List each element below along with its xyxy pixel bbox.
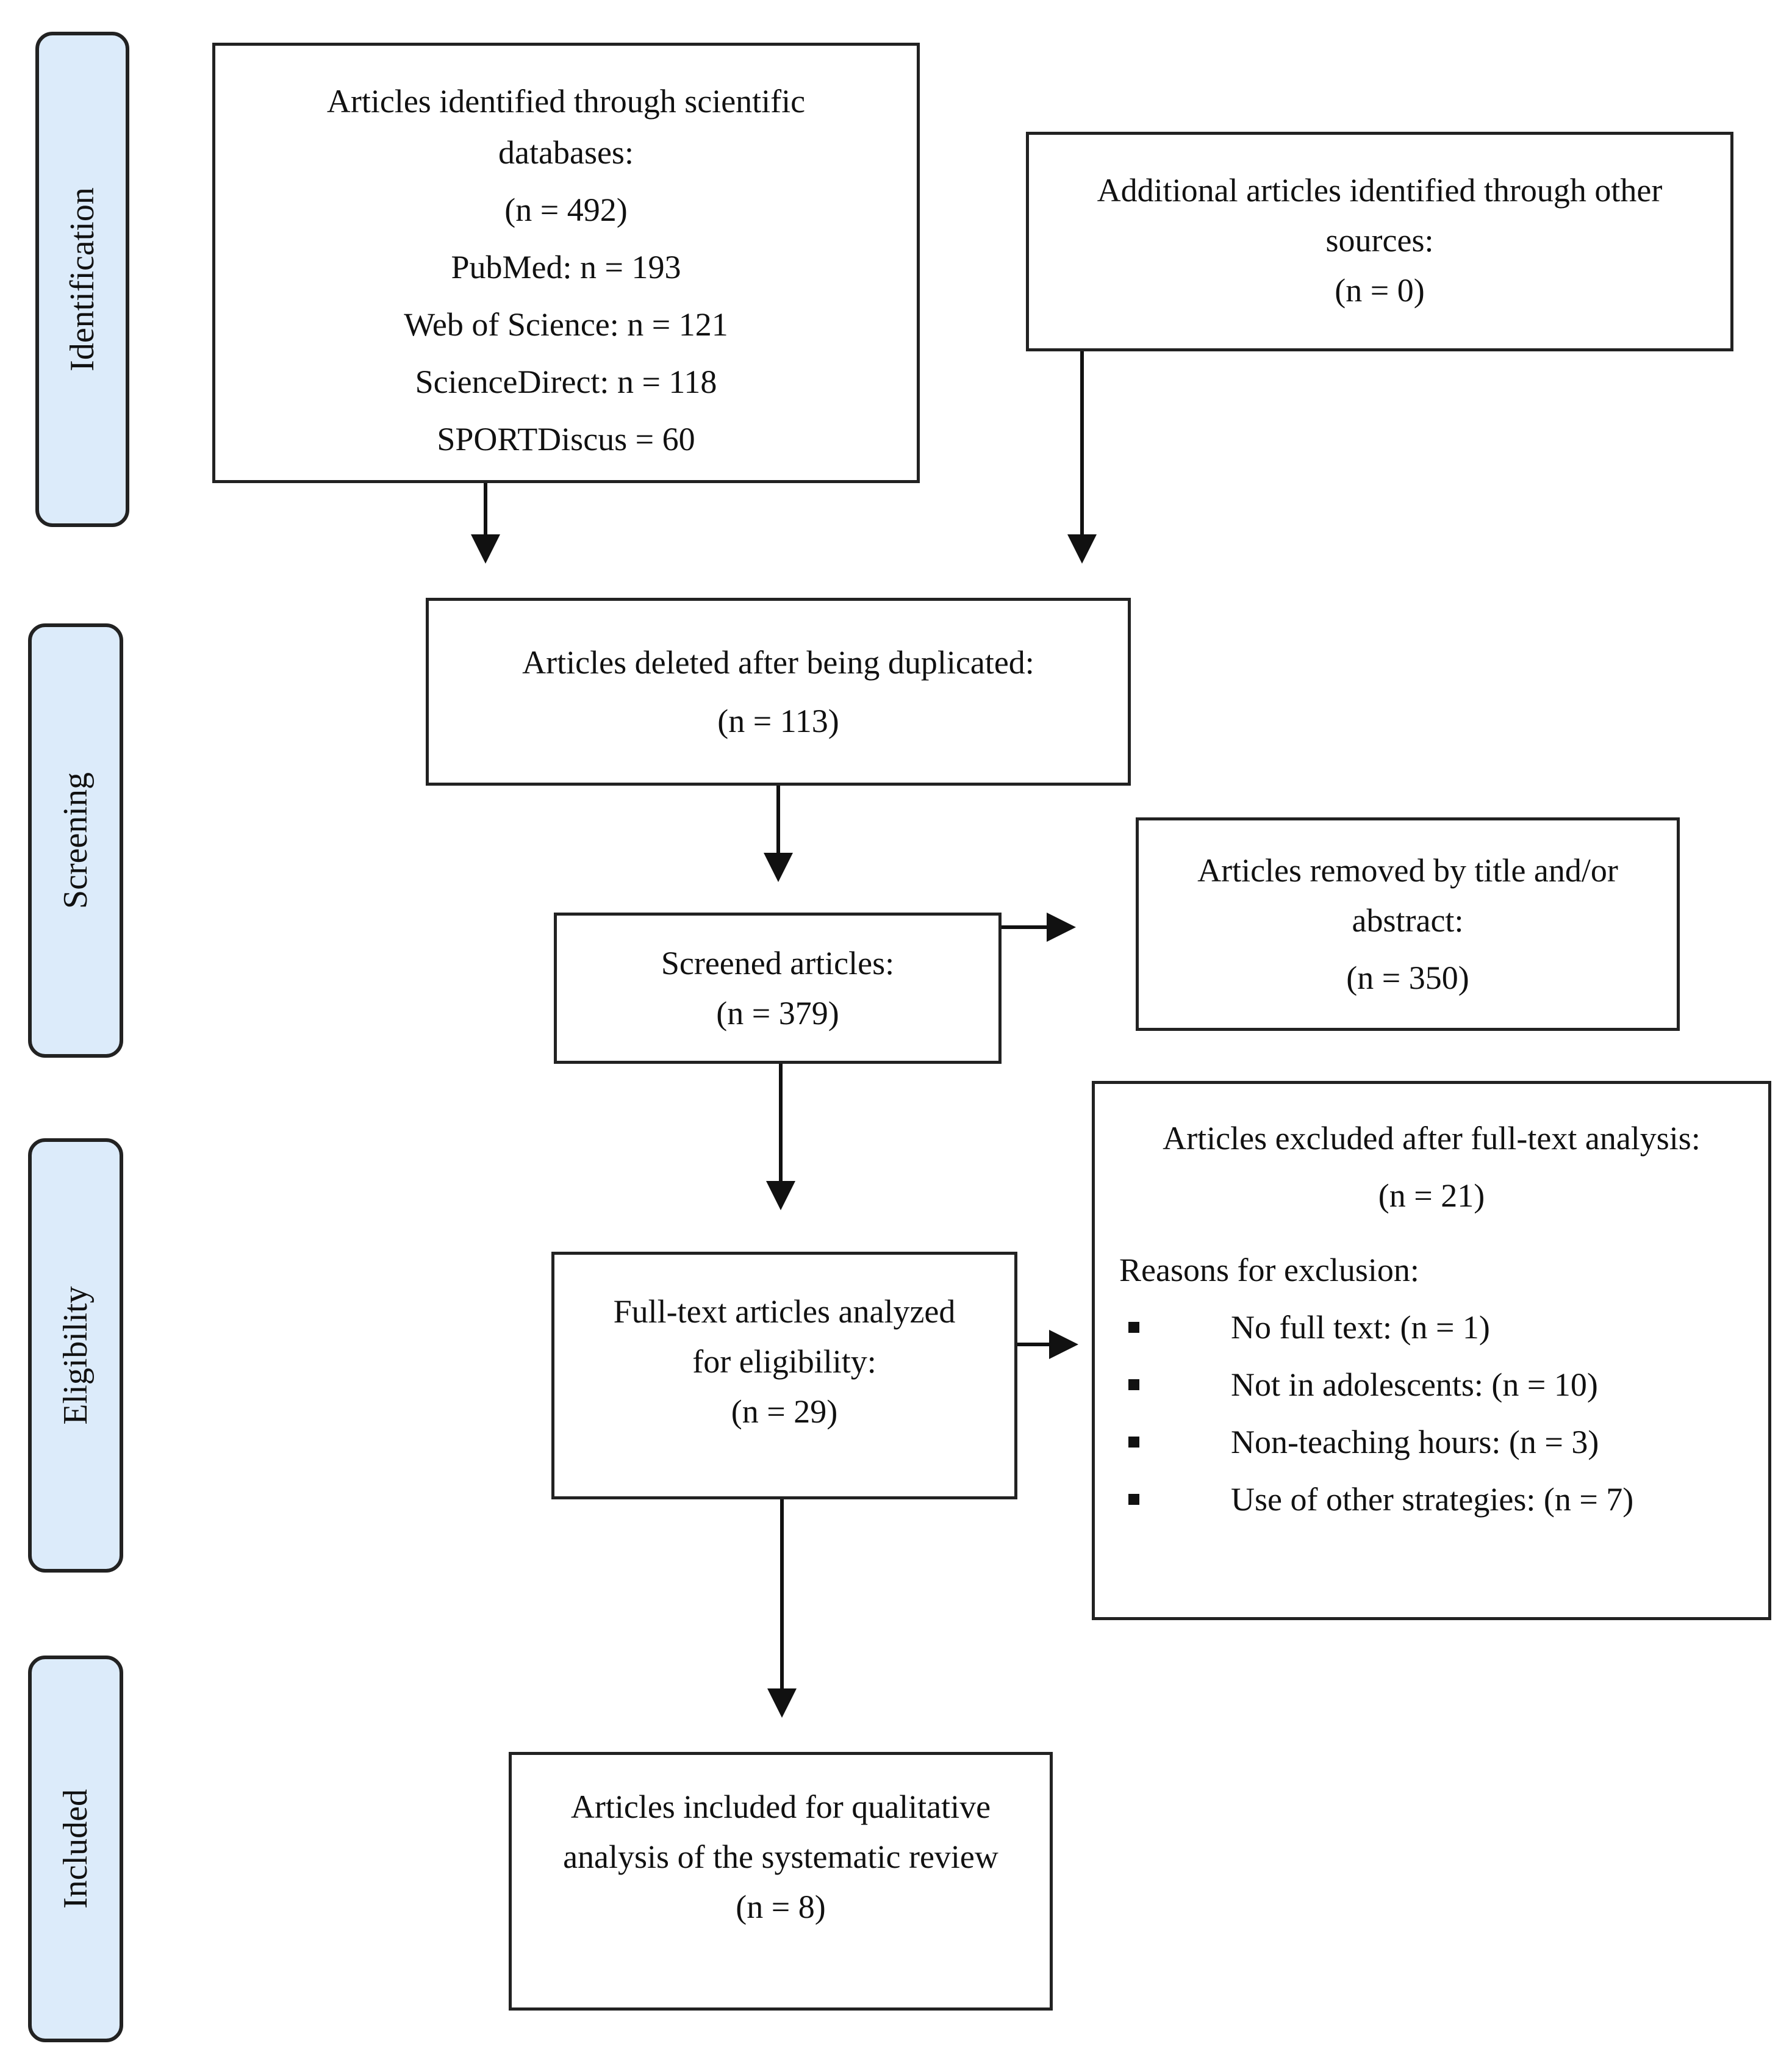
included-count: (n = 8) bbox=[736, 1889, 826, 1925]
removed-title-abstract-count: (n = 350) bbox=[1346, 960, 1469, 996]
bullet-icon bbox=[1128, 1494, 1139, 1505]
stage-included: Included bbox=[28, 1656, 123, 2042]
removed-title-abstract-box: Articles removed by title and/or abstrac… bbox=[1136, 817, 1680, 1031]
included-title: Articles included for qualitative bbox=[570, 1789, 991, 1825]
bullet-icon bbox=[1128, 1322, 1139, 1333]
bullet-icon bbox=[1128, 1437, 1139, 1448]
identified-sportdiscus: SPORTDiscus = 60 bbox=[437, 421, 695, 457]
exclusion-reason-item: Not in adolescents: (n = 10) bbox=[1095, 1360, 1768, 1410]
exclusion-reasons-title: Reasons for exclusion: bbox=[1119, 1252, 1419, 1288]
included-box: Articles included for qualitative analys… bbox=[509, 1752, 1053, 2011]
identified-other-count: (n = 0) bbox=[1335, 272, 1425, 309]
identified-other-box: Additional articles identified through o… bbox=[1026, 132, 1733, 351]
exclusion-reason-item: No full text: (n = 1) bbox=[1095, 1302, 1768, 1352]
duplicates-removed-count: (n = 113) bbox=[717, 703, 839, 739]
exclusion-reason-text: Non-teaching hours: (n = 3) bbox=[1231, 1424, 1599, 1460]
exclusion-reason-text: Not in adolescents: (n = 10) bbox=[1231, 1366, 1598, 1403]
identified-databases-title: Articles identified through scientific bbox=[326, 83, 806, 120]
screened-box: Screened articles: (n = 379) bbox=[554, 913, 1002, 1064]
included-title-cont: analysis of the systematic review bbox=[563, 1839, 998, 1875]
duplicates-removed-title: Articles deleted after being duplicated: bbox=[522, 644, 1034, 681]
exclusion-reason-text: No full text: (n = 1) bbox=[1231, 1309, 1490, 1346]
fulltext-assessed-title-cont: for eligibility: bbox=[692, 1343, 876, 1380]
stage-identification: Identification bbox=[35, 32, 129, 527]
identified-databases-title-cont: databases: bbox=[498, 134, 634, 171]
exclusion-reason-item: Use of other strategies: (n = 7) bbox=[1095, 1474, 1768, 1524]
removed-title-abstract-title: Articles removed by title and/or bbox=[1197, 852, 1618, 889]
removed-title-abstract-title-cont: abstract: bbox=[1352, 902, 1464, 939]
identified-other-title-cont: sources: bbox=[1325, 222, 1434, 259]
bullet-icon bbox=[1128, 1379, 1139, 1390]
fulltext-assessed-box: Full-text articles analyzed for eligibil… bbox=[551, 1252, 1017, 1499]
exclusion-reason-item: Non-teaching hours: (n = 3) bbox=[1095, 1417, 1768, 1467]
identified-web-of-science: Web of Science: n = 121 bbox=[404, 306, 728, 343]
stage-eligibility: Eligibility bbox=[28, 1138, 123, 1573]
exclusion-reason-text: Use of other strategies: (n = 7) bbox=[1231, 1481, 1634, 1518]
identified-databases-box: Articles identified through scientific d… bbox=[212, 43, 920, 483]
fulltext-assessed-count: (n = 29) bbox=[731, 1393, 838, 1430]
fulltext-assessed-title: Full-text articles analyzed bbox=[613, 1293, 956, 1330]
screened-title: Screened articles: bbox=[661, 945, 895, 981]
identified-pubmed: PubMed: n = 193 bbox=[451, 249, 681, 285]
identified-sciencedirect: ScienceDirect: n = 118 bbox=[415, 364, 717, 400]
screened-count: (n = 379) bbox=[716, 995, 839, 1032]
identified-databases-total: (n = 492) bbox=[504, 192, 628, 228]
excluded-fulltext-count: (n = 21) bbox=[1378, 1177, 1485, 1214]
stage-screening: Screening bbox=[28, 623, 123, 1058]
identified-other-title: Additional articles identified through o… bbox=[1097, 172, 1663, 209]
duplicates-removed-box: Articles deleted after being duplicated:… bbox=[426, 598, 1131, 786]
excluded-fulltext-title: Articles excluded after full-text analys… bbox=[1163, 1120, 1701, 1157]
excluded-fulltext-box: Articles excluded after full-text analys… bbox=[1092, 1081, 1771, 1620]
